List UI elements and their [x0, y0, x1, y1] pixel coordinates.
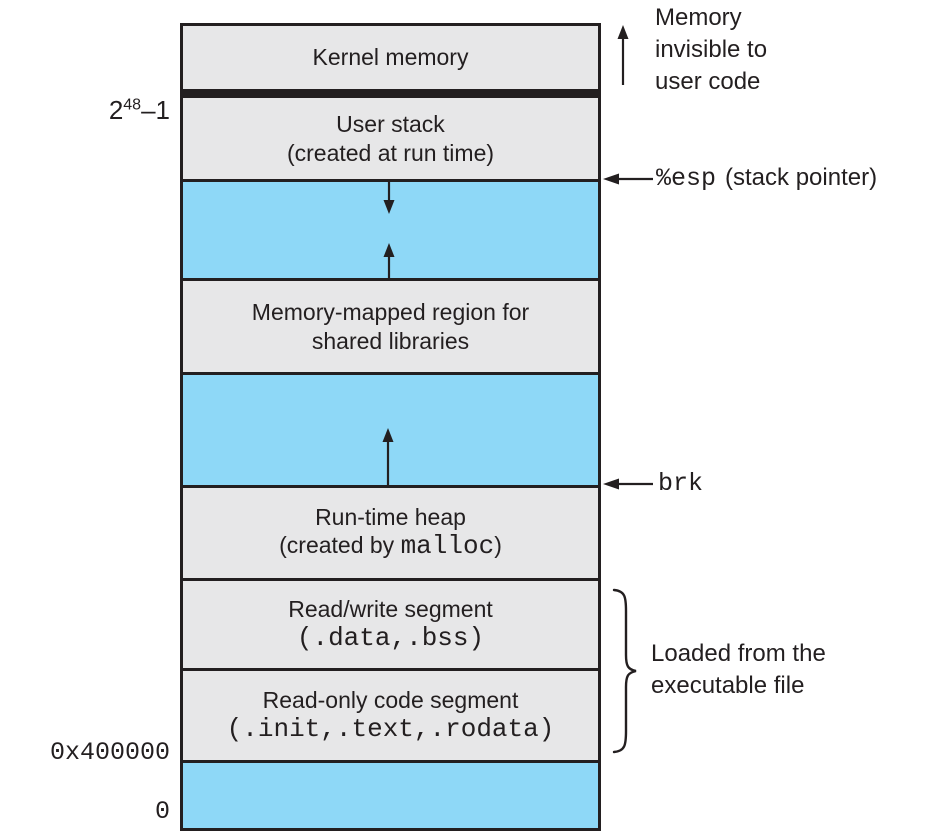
address-exponent: 48 [123, 96, 142, 114]
read-write-label: Read/write segment [288, 595, 493, 622]
block-kernel-memory: Kernel memory [183, 26, 598, 89]
stack-grow-down-arrow-icon [383, 179, 395, 214]
block-stack-growth-area [183, 179, 598, 278]
block-read-write-segment: Read/write segment (.data,.bss) [183, 578, 598, 668]
runtime-heap-label: Run-time heap [315, 504, 466, 531]
kernel-memory-label: Kernel memory [312, 44, 469, 71]
address-label-code-start: 0x400000 [49, 738, 170, 767]
brk-pointer-label: brk [658, 469, 703, 498]
brk-code: brk [658, 469, 704, 498]
read-only-sections: (.init,.text,.rodata) [226, 713, 555, 744]
stack-area-up-arrow-icon [383, 243, 395, 278]
address-label-top: 248–1 [108, 95, 170, 125]
memory-invisible-note: Memory invisible to user code [655, 4, 768, 95]
esp-pointer-arrow-icon [603, 173, 653, 185]
address-label-zero: 0 [154, 797, 170, 826]
block-runtime-heap: Run-time heap (created by malloc) [183, 485, 598, 578]
block-heap-growth-area [183, 372, 598, 485]
heap-grow-up-arrow-icon [382, 428, 394, 485]
block-memory-mapped-region: Memory-mapped region for shared librarie… [183, 278, 598, 372]
brk-pointer-arrow-icon [603, 478, 653, 490]
read-write-sections: (.data,.bss) [296, 622, 485, 653]
esp-pointer-label: %esp (stack pointer) [656, 164, 878, 193]
memory-map-box: Kernel memory User stack (created at run… [180, 23, 601, 831]
user-stack-sublabel: (created at run time) [286, 139, 495, 166]
block-read-only-segment: Read-only code segment (.init,.text,.rod… [183, 668, 598, 760]
block-user-stack: User stack (created at run time) [183, 98, 598, 179]
memory-mapped-sublabel: shared libraries [311, 327, 470, 354]
read-only-label: Read-only code segment [262, 686, 519, 713]
runtime-heap-sublabel: (created by malloc) [279, 531, 502, 562]
kernel-user-divider [183, 89, 598, 98]
loaded-from-note: Loaded from the executable file [651, 640, 826, 699]
executable-brace-icon [612, 588, 637, 754]
memory-invisible-up-arrow-icon [617, 25, 629, 85]
block-unallocated-bottom [183, 760, 598, 828]
esp-register-code: %esp [656, 164, 717, 193]
user-stack-label: User stack [336, 111, 445, 138]
malloc-code: malloc [400, 531, 495, 562]
memory-mapped-label: Memory-mapped region for [251, 299, 530, 326]
